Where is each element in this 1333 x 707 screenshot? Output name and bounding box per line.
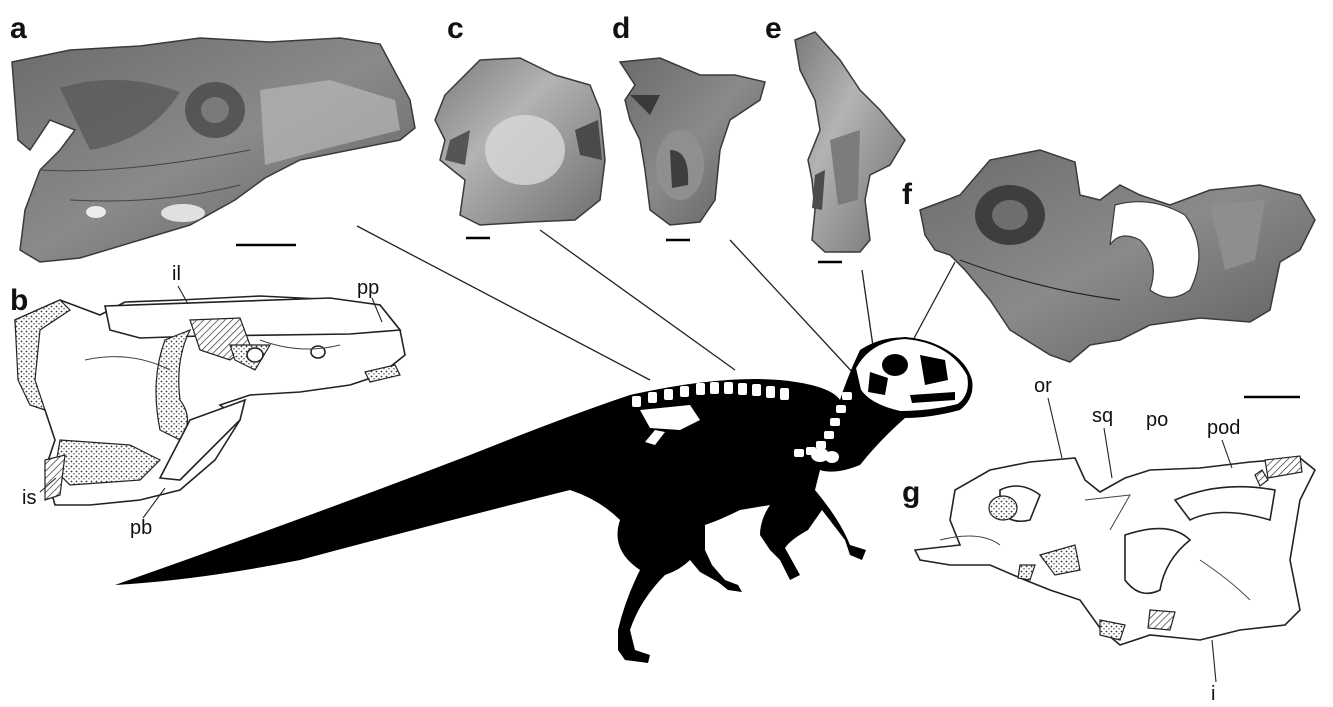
label-orbit: or xyxy=(1034,376,1052,396)
panel-label-f: f xyxy=(902,180,912,210)
label-postorbital: po xyxy=(1146,410,1168,430)
label-i: i xyxy=(1211,684,1215,704)
panel-label-g: g xyxy=(902,478,920,508)
panel-label-d: d xyxy=(612,14,630,44)
panel-c-fossil-photo xyxy=(435,58,605,225)
label-postorbital-depression: pod xyxy=(1207,418,1240,438)
label-pubis: pb xyxy=(130,518,152,538)
panel-label-e: e xyxy=(765,14,782,44)
panel-d-fossil-photo xyxy=(620,58,765,225)
panel-label-b: b xyxy=(10,286,28,316)
label-ilium: il xyxy=(172,264,181,284)
panel-f-fossil-photo xyxy=(920,150,1315,362)
label-postacetabular-process: pp xyxy=(357,278,379,298)
panel-a-fossil-photo xyxy=(12,38,415,262)
panel-e-fossil-photo xyxy=(795,32,905,252)
panel-g-interpretive-drawing xyxy=(915,456,1315,645)
label-squamosal: sq xyxy=(1092,406,1113,426)
label-ischium: is xyxy=(22,488,36,508)
panel-label-c: c xyxy=(447,14,464,44)
panel-b-interpretive-drawing xyxy=(15,296,405,505)
panel-label-a: a xyxy=(10,14,27,44)
